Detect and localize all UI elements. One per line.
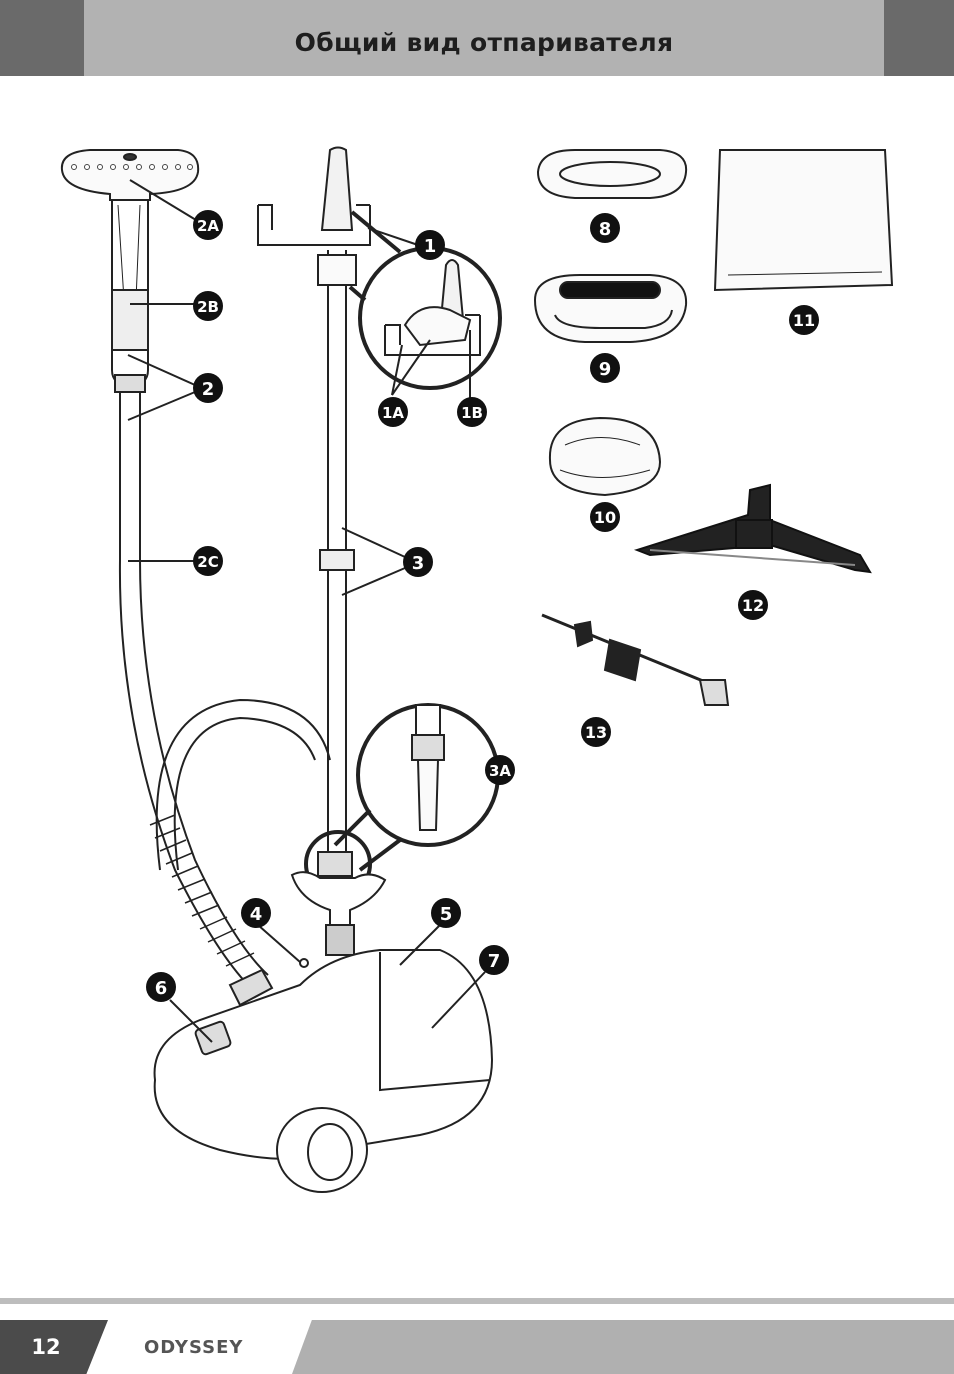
svg-text:6: 6 (155, 978, 168, 999)
svg-text:3A: 3A (489, 762, 511, 780)
callout-10: 10 (590, 502, 620, 532)
svg-text:9: 9 (599, 359, 612, 380)
callout-1: 1 (415, 230, 445, 260)
svg-text:1B: 1B (461, 404, 483, 422)
svg-text:7: 7 (488, 951, 501, 972)
callout-11: 11 (789, 305, 819, 335)
svg-text:4: 4 (250, 904, 263, 925)
page-header: Общий вид отпаривателя (0, 0, 954, 76)
callout-3a: 3A (485, 755, 515, 785)
footer-rule (0, 1298, 954, 1304)
header-right-block (884, 0, 954, 76)
header-left-block (0, 0, 84, 76)
callout-1a: 1A (378, 397, 408, 427)
callout-2a: 2A (193, 210, 223, 240)
svg-text:1: 1 (424, 236, 437, 257)
svg-text:2B: 2B (197, 298, 219, 316)
svg-text:11: 11 (793, 311, 815, 330)
brand-name: ODYSSEY (144, 1337, 244, 1358)
svg-text:12: 12 (742, 596, 764, 615)
callout-12: 12 (738, 590, 768, 620)
svg-text:5: 5 (440, 904, 453, 925)
svg-text:3: 3 (412, 553, 425, 574)
callout-5: 5 (431, 898, 461, 928)
steam-head-illustration (60, 149, 200, 393)
page-number-tab (0, 1320, 108, 1374)
page-title: Общий вид отпаривателя (294, 28, 674, 57)
callout-7: 7 (479, 945, 509, 975)
svg-text:1A: 1A (382, 404, 404, 422)
hose-corrugation (149, 814, 255, 967)
svg-text:2A: 2A (197, 217, 219, 235)
svg-text:13: 13 (585, 723, 607, 742)
svg-text:2: 2 (202, 379, 215, 400)
callout-2c: 2C (193, 546, 223, 576)
callout-3: 3 (403, 547, 433, 577)
svg-text:2C: 2C (197, 553, 218, 571)
callout-9: 9 (590, 353, 620, 383)
footer-band (292, 1320, 954, 1374)
header-band (84, 0, 884, 76)
svg-text:8: 8 (599, 219, 612, 240)
callout-6: 6 (146, 972, 176, 1002)
callout-2: 2 (193, 373, 223, 403)
callout-13: 13 (581, 717, 611, 747)
callout-1b: 1B (457, 397, 487, 427)
page-number: 12 (31, 1335, 61, 1359)
svg-text:10: 10 (594, 508, 616, 527)
callout-2b: 2B (193, 291, 223, 321)
callout-4: 4 (241, 898, 271, 928)
callout-8: 8 (590, 213, 620, 243)
